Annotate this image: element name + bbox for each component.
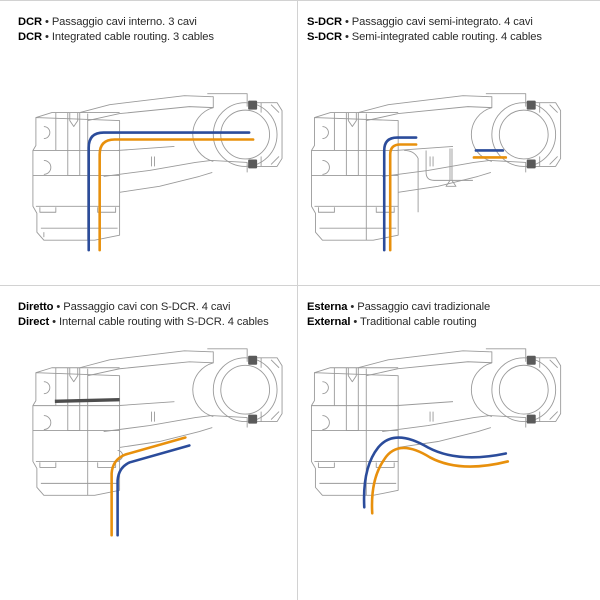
stem-drawing-esterna <box>310 348 562 515</box>
cable-group <box>362 436 510 515</box>
caption-bullet: • <box>350 301 355 313</box>
stem-drawing-diretto <box>32 348 283 537</box>
stem-outline <box>311 93 562 241</box>
caption-text-it: Passaggio cavi con S-DCR. 4 cavi <box>63 301 231 313</box>
stem-outline <box>310 348 562 496</box>
caption-text-it: Passaggio cavi tradizionale <box>357 301 491 313</box>
caption-line-en: DCR • Integrated cable routing. 3 cables <box>18 30 214 45</box>
clamp-bolt-blocks <box>526 100 536 169</box>
caption-text-it: Passaggio cavi semi-integrato. 4 cavi <box>351 16 533 28</box>
panel-diretto-caption: Diretto • Passaggio cavi con S-DCR. 4 ca… <box>18 300 269 329</box>
panel-esterna: Esterna • Passaggio cavi tradizionale Ex… <box>298 285 600 600</box>
caption-code-it: DCR <box>18 16 42 28</box>
cable-blue <box>116 444 191 537</box>
caption-bullet: • <box>44 16 49 28</box>
caption-line-it: DCR • Passaggio cavi interno. 3 cavi <box>18 15 214 30</box>
stem-outline <box>32 348 283 496</box>
caption-bullet: • <box>344 30 349 43</box>
caption-code-en: S-DCR <box>307 30 342 43</box>
caption-bullet: • <box>56 301 61 313</box>
caption-line-en: S-DCR • Semi-integrated cable routing. 4… <box>307 30 542 45</box>
s-dcr-cap-bar <box>54 397 120 404</box>
caption-code-it: S-DCR <box>307 16 342 28</box>
panel-esterna-caption: Esterna • Passaggio cavi tradizionale Ex… <box>307 300 490 329</box>
panel-s-dcr-caption: S-DCR • Passaggio cavi semi-integrato. 4… <box>307 15 542 44</box>
caption-line-en: External • Traditional cable routing <box>307 315 490 330</box>
caption-line-it: S-DCR • Passaggio cavi semi-integrato. 4… <box>307 15 542 30</box>
cable-orange <box>110 436 187 537</box>
stem-drawing-dcr <box>32 93 283 252</box>
caption-code-it: Diretto <box>18 301 54 313</box>
caption-text-en: Traditional cable routing <box>360 315 477 328</box>
cable-group <box>382 136 508 252</box>
caption-text-en: Integrated cable routing. 3 cables <box>51 30 214 43</box>
caption-code-en: External <box>307 315 351 328</box>
caption-line-it: Esterna • Passaggio cavi tradizionale <box>307 300 490 315</box>
caption-text-en: Semi-integrated cable routing. 4 cables <box>351 30 542 43</box>
panel-s-dcr: S-DCR • Passaggio cavi semi-integrato. 4… <box>298 0 600 285</box>
caption-text-en: Internal cable routing with S-DCR. 4 cab… <box>58 315 269 328</box>
cable-blue <box>87 131 251 252</box>
cable-blue-lower <box>382 136 418 252</box>
cable-group <box>110 436 191 537</box>
clamp-bolt-blocks <box>248 100 258 169</box>
expander-bolt <box>445 148 457 187</box>
caption-code-it: Esterna <box>307 301 348 313</box>
cable-blue <box>362 436 508 509</box>
caption-text-it: Passaggio cavi interno. 3 cavi <box>51 16 197 28</box>
clamp-bolt-blocks <box>526 355 536 424</box>
caption-line-it: Diretto • Passaggio cavi con S-DCR. 4 ca… <box>18 300 269 315</box>
caption-bullet: • <box>344 16 349 28</box>
stem-drawing-s-dcr <box>311 93 562 252</box>
panel-diretto: Diretto • Passaggio cavi con S-DCR. 4 ca… <box>0 285 298 600</box>
caption-code-en: DCR <box>18 30 42 43</box>
caption-line-en: Direct • Internal cable routing with S-D… <box>18 315 269 330</box>
cable-orange <box>98 138 255 252</box>
caption-bullet: • <box>52 315 56 328</box>
panel-dcr-caption: DCR • Passaggio cavi interno. 3 cavi DCR… <box>18 15 214 44</box>
caption-code-en: Direct <box>18 315 50 328</box>
cable-orange <box>370 446 510 515</box>
cable-group <box>87 131 255 252</box>
stem-outline <box>32 93 283 241</box>
panel-dcr: DCR • Passaggio cavi interno. 3 cavi DCR… <box>0 0 298 285</box>
caption-bullet: • <box>44 30 49 43</box>
caption-bullet: • <box>353 315 358 328</box>
clamp-bolt-blocks <box>248 355 258 424</box>
cable-orange-lower <box>388 143 418 252</box>
